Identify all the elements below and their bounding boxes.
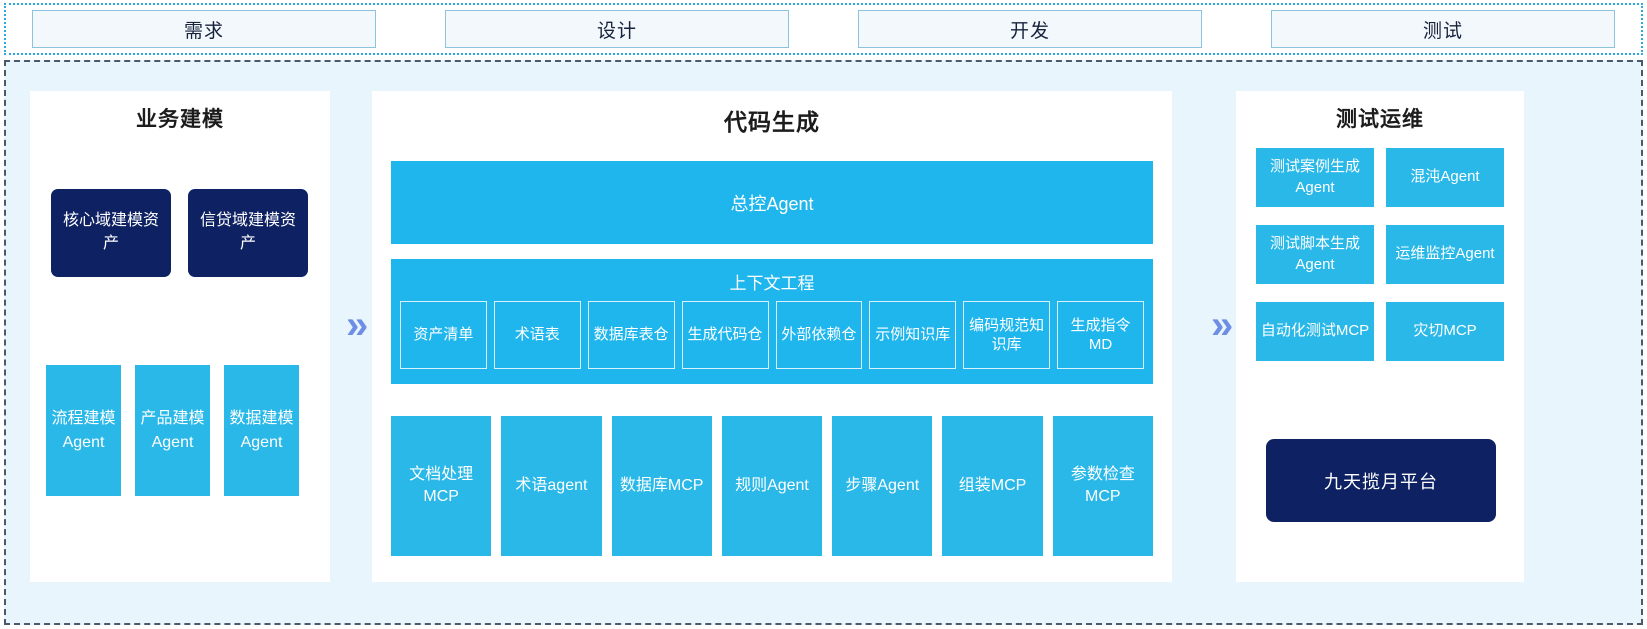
context-item-coding-standard-kb[interactable]: 编码规范知识库: [963, 301, 1051, 369]
tool-card-parameter-check-mcp[interactable]: 参数检查MCP: [1052, 416, 1153, 556]
panel-title-code-generation: 代码生成: [724, 109, 820, 135]
panel-business-modeling: 业务建模 核心域建模资产 信贷域建模资产 流程建模Agent 产品建模Agent…: [30, 91, 330, 582]
context-item-external-dep-repo[interactable]: 外部依赖仓: [775, 301, 863, 369]
phase-label: 需求: [183, 20, 224, 42]
tool-card-step-agent[interactable]: 步骤Agent: [832, 416, 933, 556]
tool-card-glossary-agent[interactable]: 术语agent: [501, 416, 602, 556]
chevron-right-arrow-icon-right: »: [1211, 303, 1234, 347]
phase-label: 设计: [596, 20, 637, 42]
context-item-example-kb[interactable]: 示例知识库: [869, 301, 957, 369]
panel-code-generation: 代码生成 总控Agent 上下文工程 资产清单 术语表 数据库表仓 生成代码仓 …: [372, 91, 1172, 582]
ops-card-automated-test-mcp[interactable]: 自动化测试MCP: [1256, 302, 1374, 361]
modeling-agent-process[interactable]: 流程建模Agent: [46, 365, 121, 496]
asset-card-credit-domain[interactable]: 信贷域建模资产: [188, 189, 308, 277]
context-engineering-heading: 上下文工程: [729, 274, 815, 293]
context-item-row: 资产清单 术语表 数据库表仓 生成代码仓 外部依赖仓 示例知识库 编码规范知识库…: [400, 301, 1144, 369]
asset-card-core-domain[interactable]: 核心域建模资产: [51, 189, 171, 277]
tool-card-rule-agent[interactable]: 规则Agent: [721, 416, 823, 556]
phase-label: 开发: [1009, 20, 1050, 42]
ops-card-disaster-switch-mcp[interactable]: 灾切MCP: [1386, 302, 1504, 361]
tool-card-assembly-mcp[interactable]: 组装MCP: [942, 416, 1043, 556]
ops-card-grid: 测试案例生成Agent 混沌Agent 测试脚本生成Agent 运维监控Agen…: [1256, 148, 1504, 361]
phase-strip: 需求 设计 开发 测试: [4, 3, 1643, 55]
chevron-right-arrow-icon-left: »: [346, 303, 369, 347]
ops-card-test-script-generation-agent[interactable]: 测试脚本生成Agent: [1256, 225, 1374, 284]
panel-test-operations: 测试运维 测试案例生成Agent 混沌Agent 测试脚本生成Agent 运维监…: [1236, 91, 1524, 582]
phase-box-testing[interactable]: 测试: [1271, 10, 1615, 48]
ops-card-ops-monitoring-agent[interactable]: 运维监控Agent: [1386, 225, 1504, 284]
context-item-db-table-repo[interactable]: 数据库表仓: [587, 301, 675, 369]
panel-title-business-modeling: 业务建模: [136, 108, 224, 131]
tool-card-document-processing-mcp[interactable]: 文档处理MCP: [391, 416, 492, 556]
modeling-agent-row: 流程建模Agent 产品建模Agent 数据建模Agent: [46, 365, 299, 496]
context-engineering-block: 上下文工程 资产清单 术语表 数据库表仓 生成代码仓 外部依赖仓 示例知识库 编…: [391, 259, 1153, 384]
panel-title-test-operations: 测试运维: [1336, 108, 1424, 131]
tool-card-row: 文档处理MCP 术语agent 数据库MCP 规则Agent 步骤Agent 组…: [391, 416, 1153, 556]
platform-card-jiutian-lanyue[interactable]: 九天揽月平台: [1266, 439, 1496, 522]
phase-box-requirements[interactable]: 需求: [32, 10, 376, 48]
context-item-generation-instruction-md[interactable]: 生成指令MD: [1057, 301, 1144, 369]
context-item-asset-list[interactable]: 资产清单: [400, 301, 487, 369]
asset-card-row: 核心域建模资产 信贷域建模资产: [51, 189, 308, 277]
phase-label: 测试: [1422, 20, 1463, 42]
phase-box-development[interactable]: 开发: [858, 10, 1202, 48]
control-agent-bar[interactable]: 总控Agent: [391, 161, 1153, 244]
phase-box-design[interactable]: 设计: [445, 10, 789, 48]
tool-card-database-mcp[interactable]: 数据库MCP: [611, 416, 712, 556]
main-diagram-area: 业务建模 核心域建模资产 信贷域建模资产 流程建模Agent 产品建模Agent…: [4, 60, 1643, 625]
context-item-generated-code-repo[interactable]: 生成代码仓: [681, 301, 769, 369]
context-item-glossary[interactable]: 术语表: [493, 301, 581, 369]
modeling-agent-data[interactable]: 数据建模Agent: [224, 365, 299, 496]
ops-card-chaos-agent[interactable]: 混沌Agent: [1386, 148, 1504, 207]
modeling-agent-product[interactable]: 产品建模Agent: [135, 365, 210, 496]
ops-card-test-case-generation-agent[interactable]: 测试案例生成Agent: [1256, 148, 1374, 207]
